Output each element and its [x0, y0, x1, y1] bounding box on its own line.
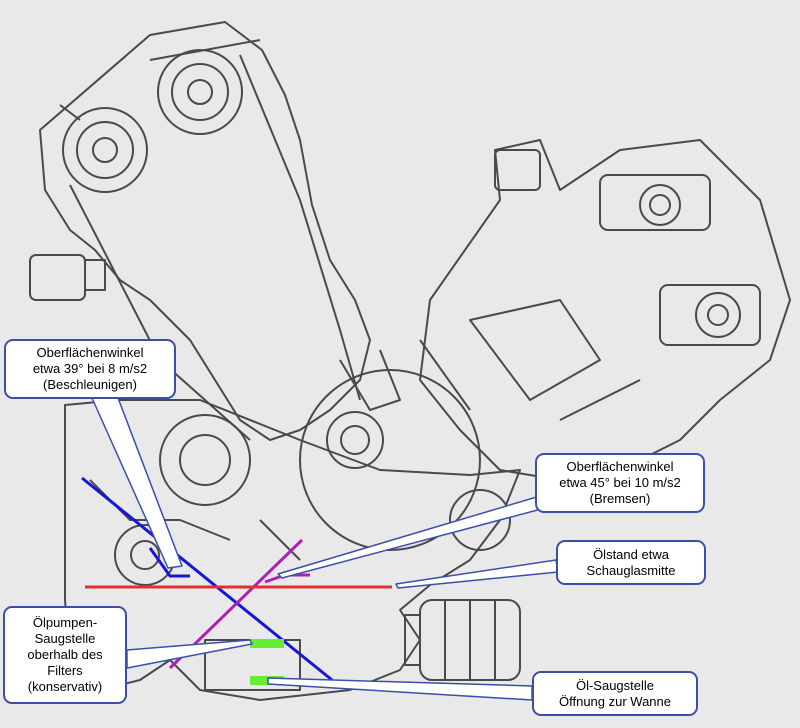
callout-pump-suction-line1: Ölpumpen- — [32, 615, 98, 630]
callout-oil-level-line2: Schauglasmitte — [586, 562, 676, 578]
callout-accel-angle-line1: Oberflächenwinkel — [36, 345, 144, 360]
rear-cam-lower — [695, 292, 741, 338]
rear-cam-upper — [639, 184, 681, 226]
callout-brake-angle-line2: etwa 45° bei 10 m/s2 — [559, 475, 681, 490]
callout-pump-suction-line2: Saugstelle — [34, 631, 96, 646]
camshaft-sprocket-left — [62, 107, 148, 193]
callout-oil-level: Ölstand etwa Schauglasmitte — [556, 540, 706, 585]
callout-leaders — [91, 397, 559, 701]
callout-brake-angle-line1: Oberflächenwinkel — [566, 459, 674, 474]
camshaft-sprocket-right — [157, 49, 243, 135]
rear-cylinder-outline — [419, 139, 791, 481]
callout-oil-suction-line1: Öl-Saugstelle — [575, 677, 655, 693]
callout-pump-suction: Ölpumpen- Saugstelle oberhalb des Filter… — [3, 606, 127, 704]
callout-accel-angle-line3: (Beschleunigen) — [43, 377, 137, 392]
callout-brake-angle: Oberflächenwinkel etwa 45° bei 10 m/s2 (… — [535, 453, 705, 513]
crankshaft — [326, 411, 384, 469]
callout-pump-suction-line3: oberhalb des — [27, 647, 103, 662]
callout-oil-suction: Öl-Saugstelle Öffnung zur Wanne — [532, 671, 698, 716]
callout-accel-angle: Oberflächenwinkel etwa 39° bei 8 m/s2 (B… — [4, 339, 176, 399]
sensor-plug — [29, 254, 86, 301]
callout-brake-angle-line3: (Bremsen) — [589, 491, 651, 506]
front-cylinder-outline — [39, 21, 371, 441]
callout-accel-angle-line2: etwa 39° bei 8 m/s2 — [32, 361, 148, 376]
rear-valve-cover — [494, 149, 541, 191]
callout-oil-suction-line2: Öffnung zur Wanne — [558, 693, 671, 709]
callout-pump-suction-line5: (konservativ) — [27, 679, 103, 694]
callout-pump-suction-line4: Filters — [47, 663, 83, 678]
callout-oil-level-line1: Ölstand etwa — [593, 546, 669, 562]
pump-suction-marker — [250, 639, 284, 648]
accel-oil-surface — [81, 476, 333, 682]
pan-suction-marker — [250, 676, 284, 685]
